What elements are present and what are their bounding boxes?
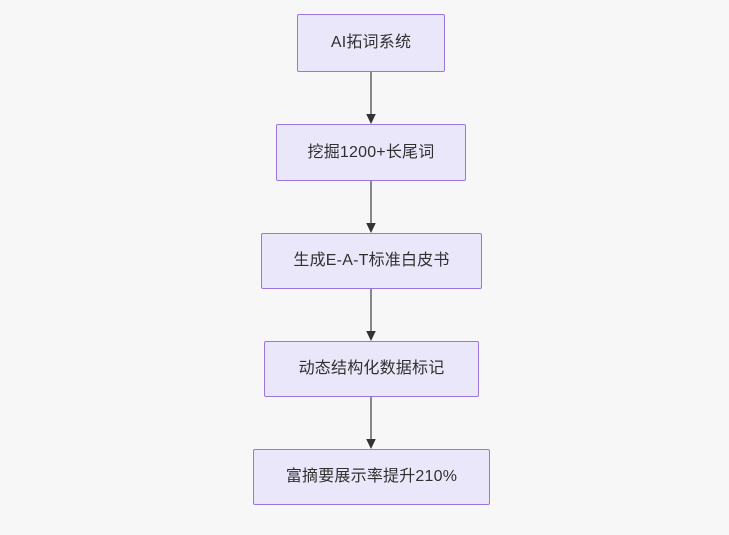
arrowhead-icon (366, 114, 376, 124)
flowchart-node-5-label: 富摘要展示率提升210% (285, 468, 458, 485)
flowchart-node-3[interactable]: 生成E-A-T标准白皮书 (261, 233, 482, 289)
flowchart-node-2[interactable]: 挖掘1200+长尾词 (276, 124, 466, 181)
arrowhead-icon (366, 331, 376, 341)
connector-arrow-2 (364, 181, 378, 233)
flowchart-node-2-label: 挖掘1200+长尾词 (307, 143, 435, 161)
flowchart-node-4-label: 动态结构化数据标记 (298, 360, 445, 377)
flowchart-node-1-label: AI拓词系统 (330, 34, 412, 51)
connector-arrow-3 (364, 289, 378, 341)
arrowhead-icon (366, 439, 376, 449)
flowchart-node-3-label: 生成E-A-T标准白皮书 (293, 252, 450, 269)
arrowhead-icon (366, 223, 376, 233)
connector-arrow-4-svg (366, 397, 376, 449)
connector-arrow-1-svg (366, 72, 376, 124)
connector-arrow-3-svg (366, 289, 376, 341)
connector-arrow-4 (364, 397, 378, 449)
connector-arrow-2-svg (366, 181, 376, 233)
flowchart-node-1[interactable]: AI拓词系统 (297, 14, 445, 72)
connector-arrow-1 (364, 72, 378, 124)
flowchart-node-5[interactable]: 富摘要展示率提升210% (253, 449, 490, 505)
flowchart-node-4[interactable]: 动态结构化数据标记 (264, 341, 479, 397)
